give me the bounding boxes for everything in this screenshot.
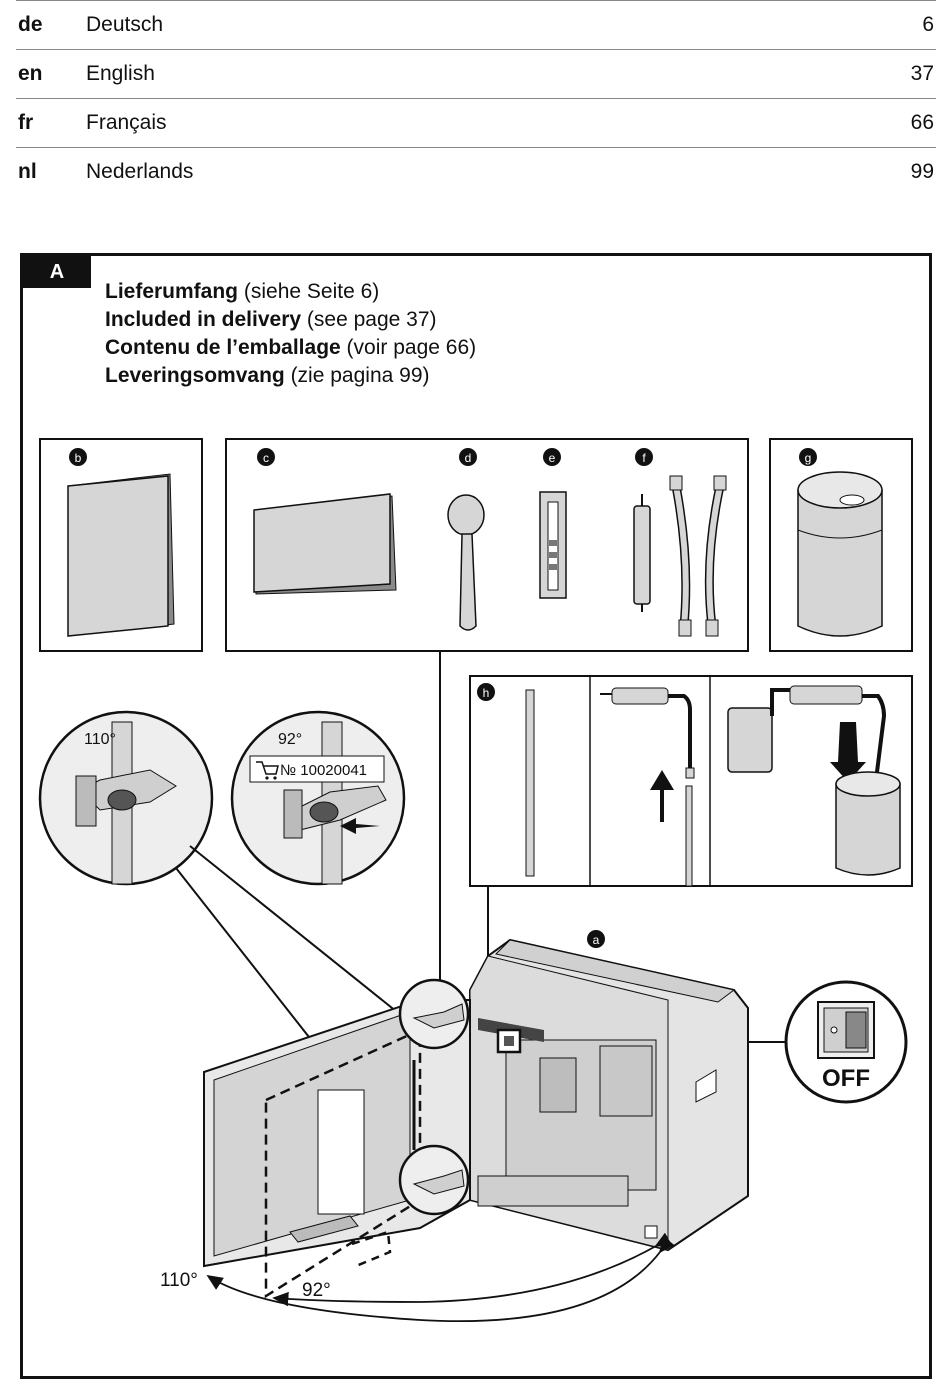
appliance-door — [203, 999, 471, 1268]
hinge-callout-110: 110° — [38, 710, 214, 886]
figure-tag: A — [23, 256, 91, 288]
marker-g: g — [805, 451, 812, 465]
hinge-callout-92: 92° № 10020041 — [230, 710, 406, 886]
marker-d: d — [465, 451, 472, 465]
marker-a: a — [593, 933, 600, 947]
shopping-cart-icon — [256, 761, 279, 780]
page-number: 99 — [910, 160, 934, 183]
heading-en: Included in delivery (see page 37) — [105, 308, 437, 331]
panel-b: b — [39, 438, 203, 652]
figure-a-frame: A Lieferumfang (siehe Seite 6) Included … — [20, 253, 932, 1379]
language-index: de Deutsch 6 en English 37 fr Français 6… — [16, 0, 936, 196]
measuring-spoon-icon — [447, 494, 485, 631]
toc-row-nl[interactable]: nl Nederlands 99 — [16, 147, 936, 196]
water-hardness-strip-icon — [539, 491, 567, 599]
toc-row-fr[interactable]: fr Français 66 — [16, 98, 936, 147]
door-angle-92: 92° — [302, 1280, 331, 1301]
figure-heading: Lieferumfang (siehe Seite 6) Included in… — [105, 278, 476, 390]
door-angle-110: 110° — [160, 1270, 198, 1291]
page-number: 66 — [910, 111, 934, 134]
marker-f: f — [642, 451, 646, 465]
accessory-part-number: № 10020041 — [280, 762, 367, 779]
panel-h: h — [469, 675, 913, 887]
panel-c-f: c d e f — [225, 438, 749, 652]
page-number: 6 — [922, 13, 934, 36]
marker-c: c — [263, 451, 269, 465]
power-switch-callout: OFF — [784, 980, 908, 1104]
heading-fr: Contenu de l’emballage (voir page 66) — [105, 336, 477, 359]
opening-angle-arcs: 110° 92° — [160, 1232, 675, 1323]
quick-guide-icon — [253, 493, 397, 595]
heading-nl: Leveringsomvang (zie pagina 99) — [105, 364, 430, 387]
language-code: nl — [18, 160, 37, 183]
panel-g: g — [769, 438, 913, 652]
milk-hose-icon — [633, 475, 727, 637]
toc-row-de[interactable]: de Deutsch 6 — [16, 0, 936, 49]
milk-container-icon — [797, 471, 883, 637]
hinge-angle-92: 92° — [278, 731, 302, 748]
marker-e: e — [549, 451, 556, 465]
language-name: Deutsch — [86, 13, 164, 36]
language-name: English — [86, 62, 155, 85]
toc-row-en[interactable]: en English 37 — [16, 49, 936, 98]
language-code: fr — [18, 111, 34, 134]
hinge-angle-110: 110° — [84, 731, 116, 748]
appliance-a: a — [469, 930, 749, 1252]
language-name: Nederlands — [86, 160, 194, 183]
marker-b: b — [75, 451, 82, 465]
language-code: en — [18, 62, 43, 85]
language-code: de — [18, 13, 43, 36]
language-name: Français — [86, 111, 167, 134]
switch-off-label: OFF — [822, 1065, 870, 1092]
marker-h: h — [483, 686, 490, 700]
heading-de: Lieferumfang (siehe Seite 6) — [105, 280, 380, 303]
page-number: 37 — [910, 62, 934, 85]
instruction-booklet-icon — [67, 473, 175, 637]
